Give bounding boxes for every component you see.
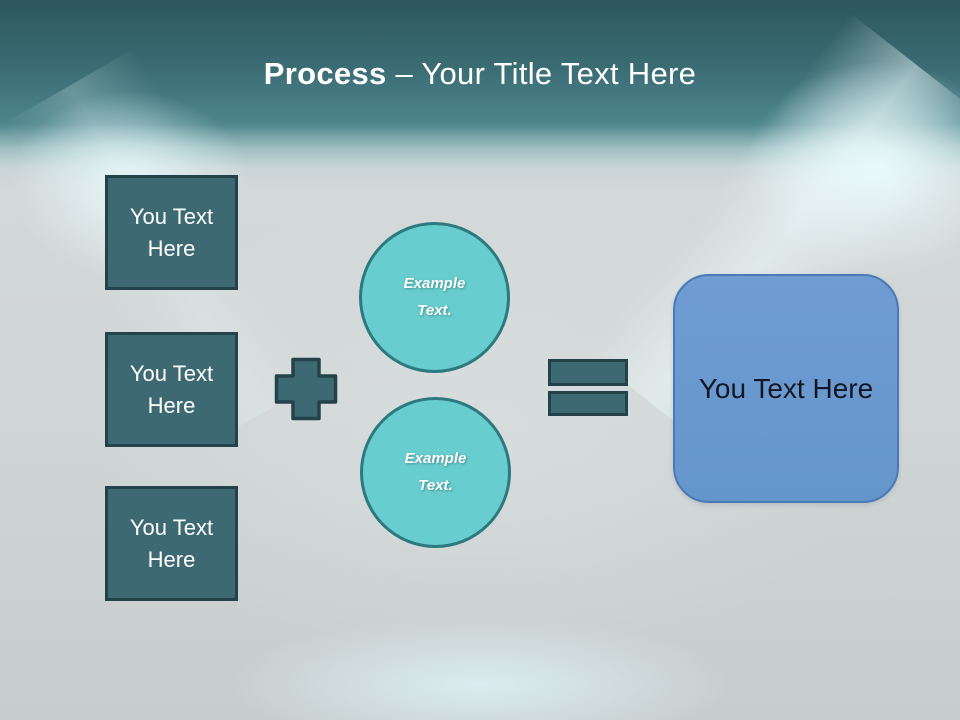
example-circle-1: Example Text.	[359, 222, 510, 373]
process-input-box-2: You Text Here	[105, 332, 238, 447]
equals-bar-top	[548, 359, 628, 386]
slide-title: Process – Your Title Text Here	[0, 56, 960, 92]
process-input-box-1-label: You Text Here	[129, 204, 214, 261]
process-input-box-3-label: You Text Here	[129, 515, 214, 572]
process-input-box-3: You Text Here	[105, 486, 238, 601]
result-box: You Text Here	[673, 274, 899, 503]
process-input-box-1: You Text Here	[105, 175, 238, 290]
example-circle-2-label: Example Text.	[404, 450, 467, 494]
result-box-label: You Text Here	[698, 372, 874, 404]
equals-bar-bottom	[548, 391, 628, 416]
process-input-box-2-label: You Text Here	[129, 361, 214, 418]
example-circle-2: Example Text.	[360, 397, 511, 548]
title-subtitle: – Your Title Text Here	[395, 56, 697, 91]
title-keyword: Process	[263, 56, 387, 91]
plus-icon	[274, 357, 338, 421]
example-circle-1-label: Example Text.	[403, 275, 466, 319]
